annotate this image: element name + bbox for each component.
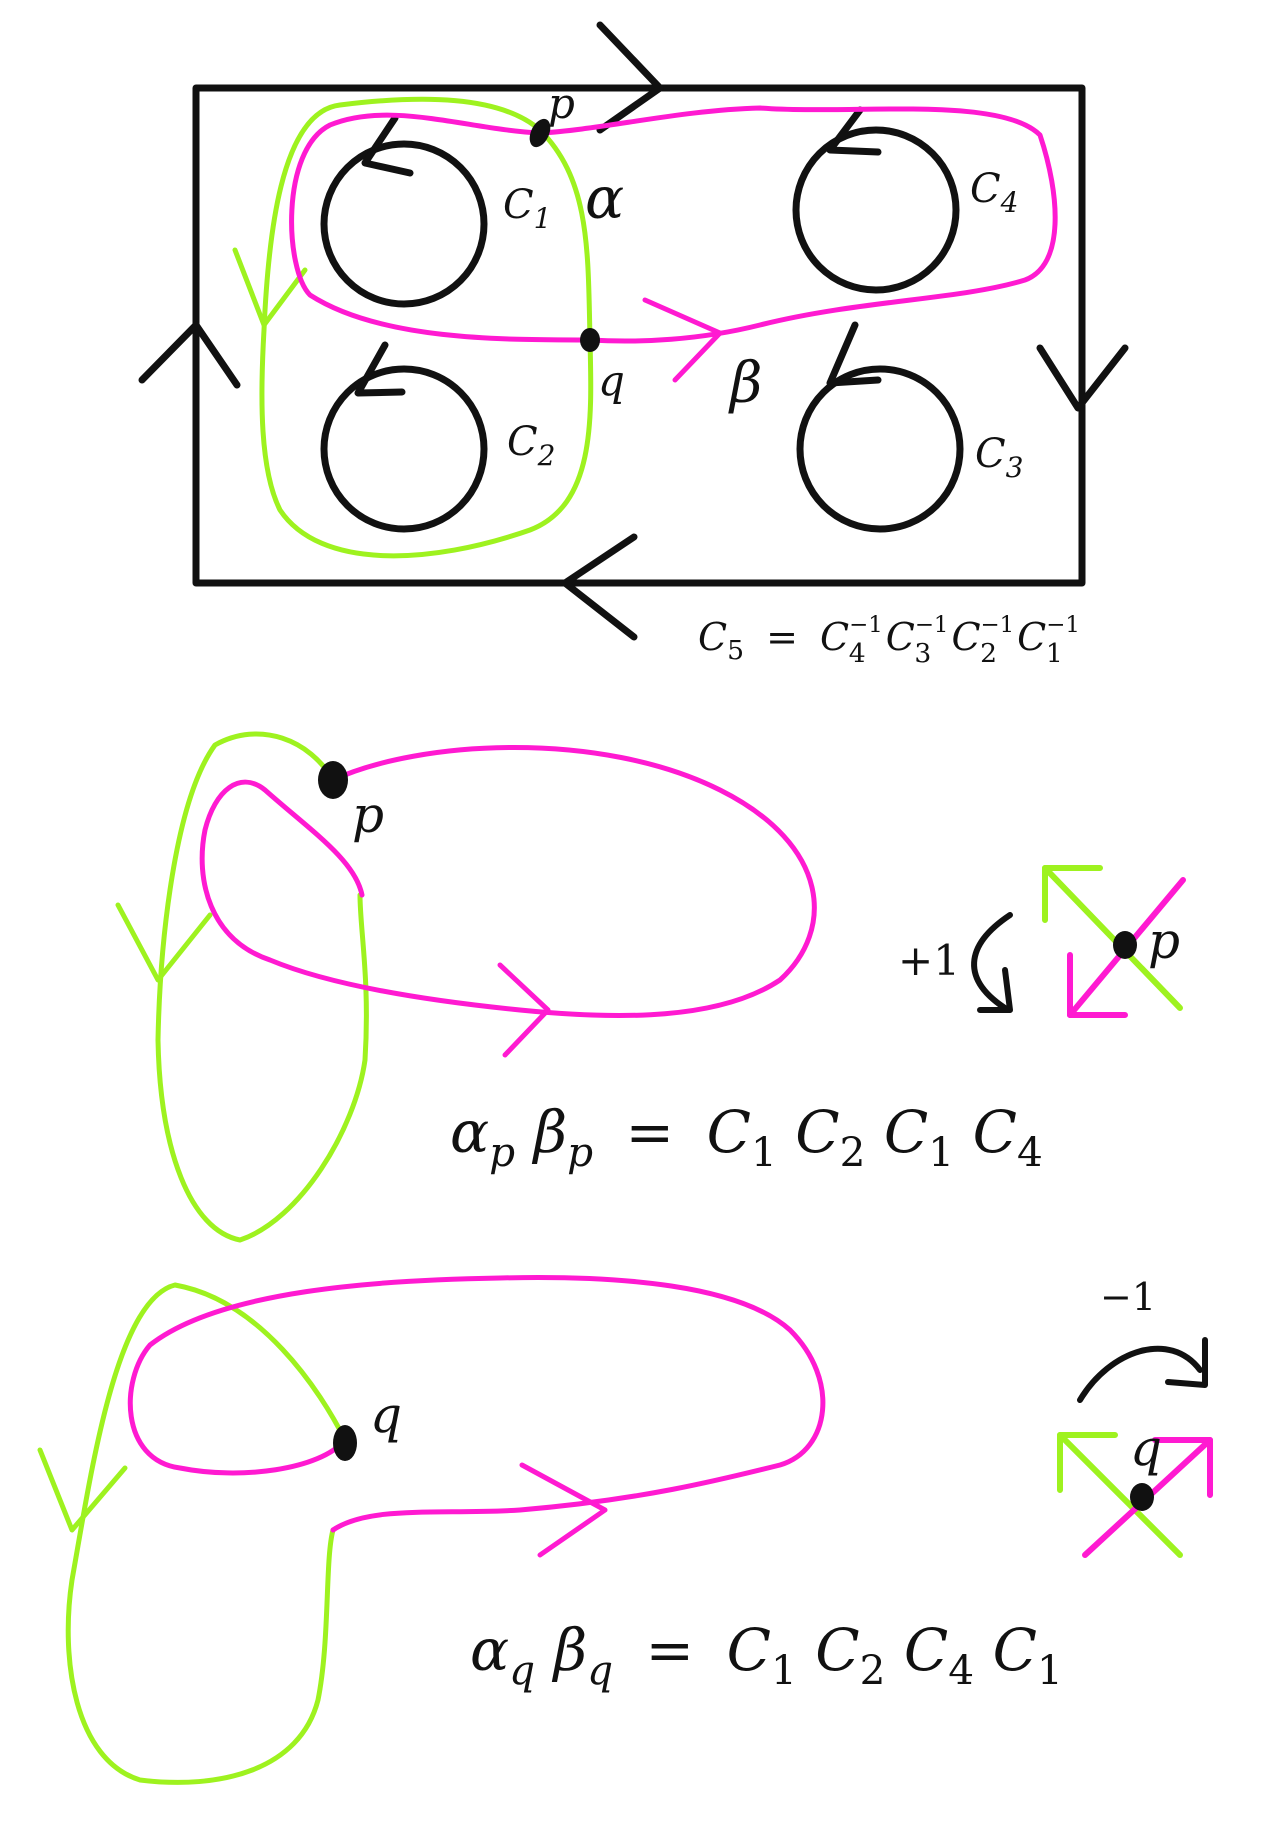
beta-curve-middle xyxy=(199,745,817,1058)
rotation-arrow-negative: −1 xyxy=(1077,1275,1208,1403)
crossing-glyph-p: p xyxy=(1042,865,1186,1018)
label-p-middle: p xyxy=(352,786,384,844)
label-c4: C4 xyxy=(970,166,1018,219)
point-p-middle xyxy=(318,761,348,799)
edge-arrow-bottom xyxy=(561,533,638,641)
equation-p: αp βp = C1 C2 C1 C4 xyxy=(450,1098,1043,1180)
bottom-panel: q q −1 αq βq = C1 C2 C4 C1 xyxy=(37,1275,1213,1785)
edge-arrow-top xyxy=(596,21,664,134)
circle-c3 xyxy=(796,321,964,533)
beta-curve-bottom xyxy=(127,1275,826,1558)
equation-q: αq βq = C1 C2 C4 C1 xyxy=(470,1616,1063,1698)
sign-plus-one: +1 xyxy=(898,936,960,985)
point-q-top xyxy=(580,328,600,352)
label-c3: C3 xyxy=(975,431,1023,484)
label-c1: C1 xyxy=(503,182,551,235)
label-beta-top: β xyxy=(728,351,762,416)
middle-panel: p p +1 αp βp = C1 C2 C1 C4 xyxy=(115,731,1186,1243)
beta-curve-top xyxy=(289,105,1058,383)
sign-minus-one: −1 xyxy=(1100,1275,1156,1319)
label-q-bottom: q xyxy=(370,1386,402,1444)
point-q-bottom xyxy=(333,1425,357,1461)
label-c2: C2 xyxy=(507,419,555,472)
alpha-curve-bottom xyxy=(37,1282,348,1785)
fundamental-rectangle xyxy=(192,84,1086,587)
label-alpha-top: α xyxy=(585,164,624,232)
label-q-top: q xyxy=(598,356,625,405)
circle-c2 xyxy=(320,341,488,533)
edge-arrow-right xyxy=(1036,344,1129,412)
circle-c1 xyxy=(320,114,488,308)
alpha-curve-top xyxy=(232,96,594,559)
label-p-corner: p xyxy=(1148,912,1180,970)
point-p-top xyxy=(529,118,551,148)
alpha-curve-middle xyxy=(115,731,369,1243)
label-p-top: p xyxy=(548,79,575,128)
circle-c4 xyxy=(792,106,960,294)
crossing-glyph-q: q xyxy=(1057,1419,1213,1558)
rotation-arrow-positive: +1 xyxy=(898,912,1013,1013)
label-q-corner: q xyxy=(1130,1419,1162,1477)
edge-arrow-left xyxy=(138,321,241,389)
